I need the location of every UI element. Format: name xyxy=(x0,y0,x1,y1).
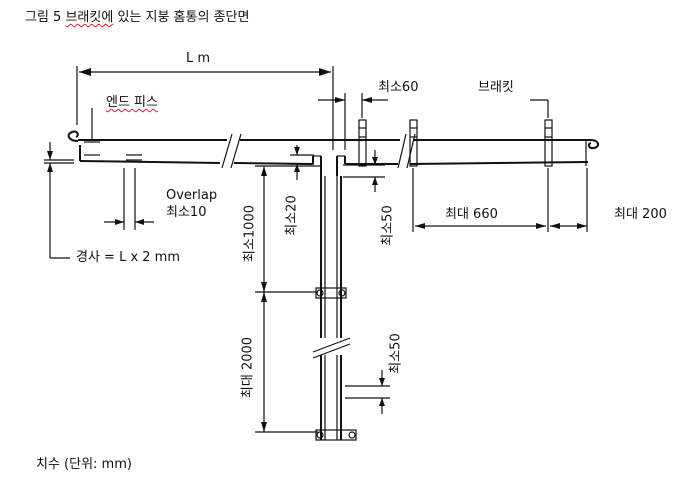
label-slope: 경사 = L x 2 mm xyxy=(76,250,181,265)
label-length: L m xyxy=(186,51,211,66)
label-max200: 최대 200 xyxy=(614,207,667,222)
min50-bottom-arrow-top xyxy=(379,378,385,386)
bracket-3 xyxy=(544,119,553,167)
clamp-bolt-lower-left xyxy=(316,431,324,439)
break-mark-b1 xyxy=(397,133,407,169)
gutter-bottom-right xyxy=(409,161,589,165)
min60-arrow-left xyxy=(335,97,345,103)
figure-caption: 그림 5 브래킷에 있는 지붕 홈통의 종단면 xyxy=(25,10,249,25)
caption-part-bracket: 브래킷에 xyxy=(65,10,114,25)
gutter-bottom-left xyxy=(79,160,221,164)
label-overlap: Overlap xyxy=(166,188,218,203)
pipe-break-2 xyxy=(312,343,351,359)
caption-part-1: 그림 5 xyxy=(25,10,66,25)
max2000-arrow-bottom xyxy=(261,422,267,432)
overlap-arrow-right xyxy=(135,219,144,225)
max200-arrow-right xyxy=(577,223,587,229)
clamp-bolt-upper-right xyxy=(338,289,346,297)
label-max660: 최대 660 xyxy=(445,207,498,222)
caption-part-2: 있는 지붕 홈통의 종단면 xyxy=(113,10,250,25)
lm-arrow-right xyxy=(319,68,331,76)
label-end-piece: 엔드 피스 xyxy=(106,95,158,110)
gutter-bead-right xyxy=(587,139,600,150)
min1000-arrow-bottom xyxy=(261,282,267,292)
label-min20: 최소20 xyxy=(284,195,300,236)
min20-arrow-top xyxy=(294,147,300,155)
min50-top-arrow-top xyxy=(372,157,378,165)
clamp-bolt-lower-right xyxy=(348,431,356,439)
label-min60: 최소60 xyxy=(378,80,419,95)
clamp-bolt-upper-left xyxy=(316,289,324,297)
label-min50-top: 최소50 xyxy=(380,205,396,246)
min60-arrow-right xyxy=(362,97,372,103)
label-min10: 최소10 xyxy=(166,205,207,220)
break-mark-b2 xyxy=(406,133,416,169)
min50-bottom-arrow-bottom xyxy=(379,398,385,406)
figure-footer: 치수 (단위: mm) xyxy=(36,457,132,472)
max200-arrow-left xyxy=(550,223,560,229)
bracket-2 xyxy=(409,119,418,167)
max660-arrow-left xyxy=(415,223,425,229)
slope-arrow-bottom xyxy=(47,163,53,172)
pipe-break-1 xyxy=(312,337,351,353)
gutter-bead-left xyxy=(67,130,79,142)
label-min50-bottom: 최소50 xyxy=(388,333,404,374)
label-max2000: 최대 2000 xyxy=(240,336,256,399)
bracket-1 xyxy=(358,119,367,167)
pipe-clamp-upper xyxy=(315,287,347,299)
break-mark-a1 xyxy=(221,133,233,169)
lm-arrow-left xyxy=(79,68,91,76)
min50-top-arrow-bottom xyxy=(372,177,378,185)
label-min1000: 최소1000 xyxy=(242,205,258,263)
max660-arrow-right xyxy=(536,223,546,229)
pipe-clamp-lower xyxy=(315,429,357,441)
min1000-arrow-top xyxy=(261,166,267,176)
break-mark-a2 xyxy=(230,133,242,169)
slope-arrow-top xyxy=(47,151,53,160)
overlap-arrow-left xyxy=(115,219,124,225)
label-bracket: 브래킷 xyxy=(478,80,514,95)
min20-arrow-bottom xyxy=(294,164,300,172)
max2000-arrow-top xyxy=(261,292,267,302)
